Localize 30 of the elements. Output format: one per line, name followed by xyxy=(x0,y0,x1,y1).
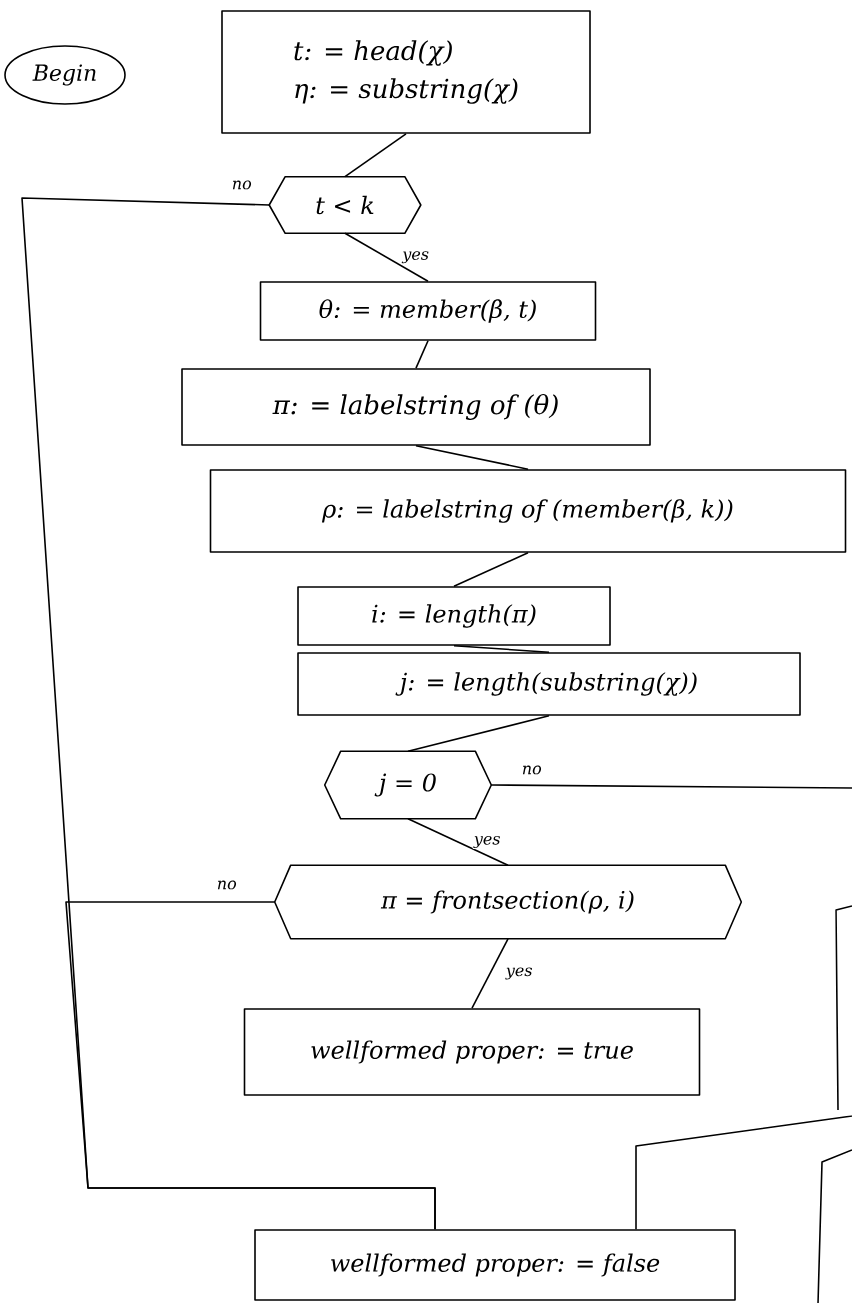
decision-hexagon: j = 0 xyxy=(323,750,493,820)
connector-line xyxy=(344,232,429,282)
connector-line xyxy=(453,552,529,587)
process-box: j: = length(substring(χ)) xyxy=(297,652,801,716)
edge-label: yes xyxy=(504,966,534,981)
connector-line xyxy=(635,1115,852,1230)
process-box: i: = length(π) xyxy=(297,586,611,646)
edge-label: yes xyxy=(472,834,502,850)
edge-label: no xyxy=(520,764,543,776)
connector-line xyxy=(471,938,509,1009)
process-box: wellformed proper: = false xyxy=(254,1229,736,1301)
connector-line xyxy=(65,901,436,1230)
process-box: π: = labelstring of (θ) xyxy=(181,368,651,446)
connector-line xyxy=(407,715,550,752)
process-box: θ: = member(β, t) xyxy=(259,281,597,341)
decision-hexagon: t < k xyxy=(268,175,422,235)
connector-line xyxy=(344,133,407,178)
edge-label: no xyxy=(230,179,253,191)
connector-line xyxy=(407,818,509,866)
decision-hexagon: π = frontsection(ρ, i) xyxy=(273,864,743,940)
connector-line xyxy=(415,445,529,470)
process-box: wellformed proper: = true xyxy=(243,1008,701,1096)
terminal-oval: Begin xyxy=(4,45,126,105)
connector-line xyxy=(415,340,429,369)
process-box: ρ: = labelstring of (member(β, k)) xyxy=(209,469,847,553)
process-box: t: = head(χ) η: = substring(χ) xyxy=(221,10,591,134)
edge-label: no xyxy=(215,879,238,891)
connector-line xyxy=(453,645,550,653)
edge-label: yes xyxy=(401,250,430,265)
connector-line xyxy=(490,784,852,789)
